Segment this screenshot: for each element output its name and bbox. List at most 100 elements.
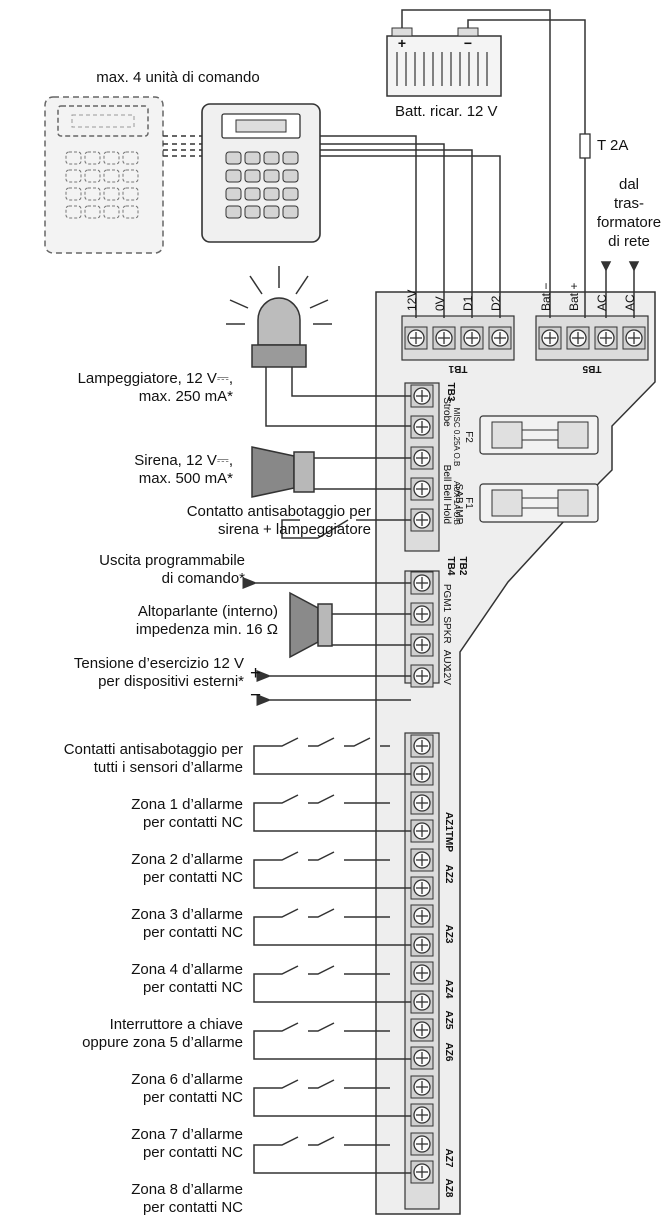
keypad-key <box>244 205 261 219</box>
control-panel-board <box>375 291 656 1215</box>
keypad-key-ghost <box>65 169 82 183</box>
zone8-label: Zona 8 d’allarme per contatti NC <box>0 1181 243 1217</box>
terminal-screw-top <box>404 326 428 350</box>
keypad-bus-wire <box>320 155 501 318</box>
supply-label-line2: per dispositivi esterni* <box>98 673 244 690</box>
nc-contact <box>344 737 371 747</box>
terminal-screw-side <box>410 477 434 501</box>
transformer-line4: di rete <box>608 233 650 250</box>
terminal-screw-side <box>410 508 434 532</box>
speaker-label-line1: Altoparlante (interno) <box>137 603 278 620</box>
keypad-key-ghost <box>103 151 120 165</box>
f2-label: F2 <box>463 431 474 443</box>
keypad-key-ghost <box>84 205 101 219</box>
tamper-siren-label-line1: Contatto antisabotaggio per <box>186 503 371 520</box>
strobe-label-line1: Lampeggiatore, 12 V⎓, <box>77 370 233 387</box>
zone7-label-line2: per contatti NC <box>142 1144 243 1161</box>
battery-negative-wire <box>401 9 551 318</box>
terminal-screw-top <box>460 326 484 350</box>
keypad-dashed-extra <box>44 96 164 254</box>
zone1-label-line1: Zona 1 d’allarme <box>131 796 243 813</box>
battery-plus-sign: + <box>398 35 406 51</box>
az5-label: AZ5 <box>443 1011 454 1030</box>
tb4-label: TB4 <box>445 557 456 576</box>
siren-label-line1: Sirena, 12 V⎓, <box>134 452 233 469</box>
terminal-screw-top <box>432 326 456 350</box>
pgm-label-line2: di comando* <box>161 570 245 587</box>
terminal-screw-side <box>410 1132 434 1156</box>
strobe-lamp <box>226 266 332 368</box>
nc-contact <box>308 908 335 918</box>
terminal-screw-side <box>410 1046 434 1070</box>
battery-label: Batt. ricar. 12 V <box>395 103 498 120</box>
keypad-key <box>282 151 299 165</box>
az7-label: AZ7 <box>443 1149 454 1168</box>
terminal-screw-side <box>410 848 434 872</box>
terminal-screw-side <box>410 762 434 786</box>
az1tmp-label: AZ1TMP <box>443 812 454 852</box>
keypad-key <box>282 169 299 183</box>
top-terminal-label: D2 <box>489 295 503 311</box>
pgm-label: Uscita programmabile di comando* <box>5 552 245 588</box>
keypad-key-ghost <box>65 205 82 219</box>
zone-loop-wire <box>253 745 411 775</box>
supply-plus-sign: + <box>250 663 262 684</box>
siren-label: Sirena, 12 V⎓, max. 500 mA* <box>0 452 233 488</box>
bell-terminal-label: Bell <box>441 465 452 482</box>
nc-contact <box>272 794 299 804</box>
keypad-key <box>282 187 299 201</box>
top-terminal-label: Bat + <box>567 283 581 311</box>
spkr-label: SPKR <box>441 616 452 643</box>
terminal-screw-side <box>410 446 434 470</box>
terminal-screw-side <box>410 633 434 657</box>
speaker-label: Altoparlante (interno) impedenza min. 16… <box>8 603 278 639</box>
zone5-label-line2: oppure zona 5 d’allarme <box>82 1034 243 1051</box>
nc-contact <box>272 1136 299 1146</box>
keypad-key-ghost <box>122 151 139 165</box>
zone-loop-wire <box>253 1087 411 1117</box>
ac-arrow-2 <box>628 261 640 272</box>
zone-loop-wire <box>253 802 411 832</box>
az3-label: AZ3 <box>443 925 454 944</box>
battery-positive-wire <box>467 19 586 318</box>
strobe-label-line2: max. 250 mA* <box>138 388 233 405</box>
keypad-bus-wire <box>320 143 445 318</box>
zone-loop-wire <box>253 916 411 946</box>
keypad-key-ghost <box>103 205 120 219</box>
tamper-siren-wire-2 <box>281 519 318 539</box>
keypad-bus-wire <box>320 149 473 318</box>
az2-label: AZ2 <box>443 865 454 884</box>
battery-minus-sign: − <box>464 35 472 51</box>
nc-contact <box>272 965 299 975</box>
terminal-screw-top <box>622 326 646 350</box>
f1-label: F1 <box>463 497 474 509</box>
v12-label: 12V <box>441 667 452 685</box>
tb2-label: TB2 <box>457 557 468 576</box>
terminal-screw-side <box>410 933 434 957</box>
keypad-key <box>225 169 242 183</box>
terminal-screw-top <box>488 326 512 350</box>
top-terminal-label: 0V <box>433 296 447 311</box>
strobe-wire-2 <box>291 367 411 397</box>
nc-contact <box>272 1022 299 1032</box>
zone3-label-line1: Zona 3 d’allarme <box>131 906 243 923</box>
speaker <box>289 591 333 659</box>
siren-label-line2: max. 500 mA* <box>138 470 233 487</box>
zone7-label-line1: Zona 7 d’allarme <box>131 1126 243 1143</box>
terminal-screw-side <box>410 1075 434 1099</box>
supply-label: Tensione d’esercizio 12 V per dispositiv… <box>0 655 244 691</box>
terminal-screw-side <box>410 384 434 408</box>
nc-contact <box>272 851 299 861</box>
strobe-label: Lampeggiatore, 12 V⎓, max. 250 mA* <box>0 370 233 406</box>
pgm-label-line1: Uscita programmabile <box>99 552 245 569</box>
supply-minus-sign: − <box>250 685 262 706</box>
zone3-label: Zona 3 d’allarme per contatti NC <box>0 906 243 942</box>
tb5-label: TB5 <box>582 363 601 374</box>
terminal-screw-side <box>410 1160 434 1184</box>
top-terminal-label: Bat − <box>539 283 553 311</box>
pgm1-label: PGM1 <box>441 584 452 613</box>
nc-contact <box>308 794 335 804</box>
terminal-screw-side <box>410 876 434 900</box>
keypad-key <box>263 205 280 219</box>
